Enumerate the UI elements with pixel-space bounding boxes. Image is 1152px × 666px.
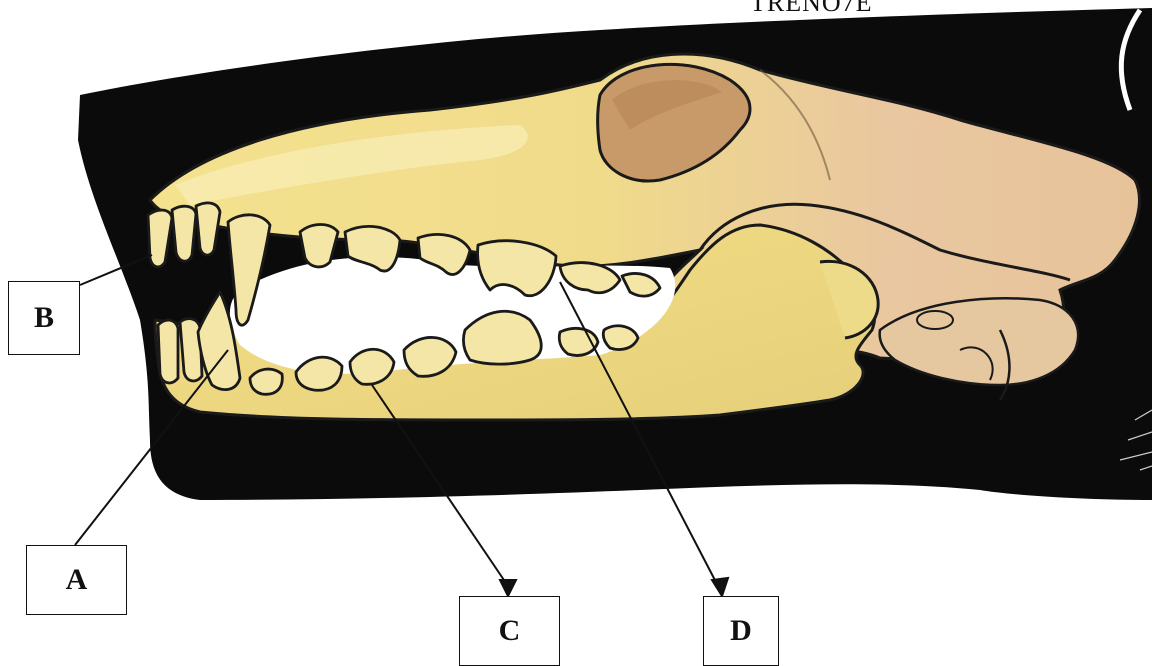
label-a: A: [26, 545, 127, 615]
lower-premolar: [250, 369, 282, 394]
upper-incisor: [172, 206, 196, 261]
pointer-arrow-d: [712, 578, 728, 596]
pointer-arrow-c: [500, 580, 516, 596]
lower-molar: [603, 326, 638, 350]
label-b: B: [8, 281, 80, 355]
label-d: D: [703, 596, 779, 666]
lower-incisor: [158, 320, 178, 383]
label-c: C: [459, 596, 560, 666]
upper-carnassial: [478, 241, 556, 296]
